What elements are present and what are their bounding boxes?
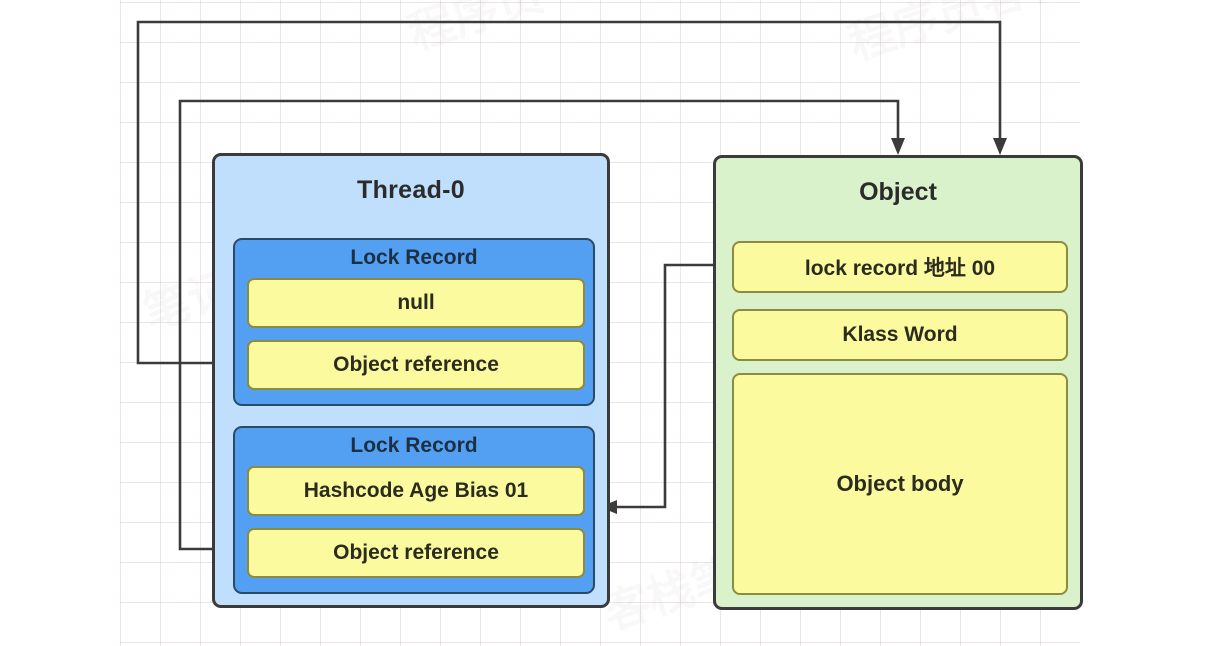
- object-row-object-body: Object body: [732, 373, 1068, 595]
- lock-record-1-slot-mark-word: null: [247, 278, 585, 328]
- arrowhead-down-inner: [891, 138, 905, 155]
- thread-title: Thread-0: [357, 176, 465, 204]
- object-box: Object lock record 地址 00 Klass Word Obje…: [713, 155, 1083, 610]
- lock-record-2-title: Lock Record: [350, 434, 478, 457]
- lock-record-1: Lock Record null Object reference: [233, 238, 595, 406]
- arrowhead-down-outer: [993, 138, 1007, 155]
- lock-record-1-title: Lock Record: [350, 246, 478, 269]
- lock-record-1-slot-object-reference: Object reference: [247, 340, 585, 390]
- thread-box: Thread-0 Lock Record null Object referen…: [212, 153, 610, 608]
- lock-record-2: Lock Record Hashcode Age Bias 01 Object …: [233, 426, 595, 594]
- object-row-mark-word: lock record 地址 00: [732, 241, 1068, 293]
- connector-lock-record-address: [600, 263, 730, 514]
- lock-record-2-slot-mark-word: Hashcode Age Bias 01: [247, 466, 585, 516]
- svg-text:程序员客栈: 程序员客栈: [842, 0, 1077, 70]
- svg-text:程序员: 程序员: [402, 0, 550, 60]
- lock-record-2-slot-object-reference: Object reference: [247, 528, 585, 578]
- object-row-klass-word: Klass Word: [732, 309, 1068, 361]
- object-title: Object: [859, 178, 937, 206]
